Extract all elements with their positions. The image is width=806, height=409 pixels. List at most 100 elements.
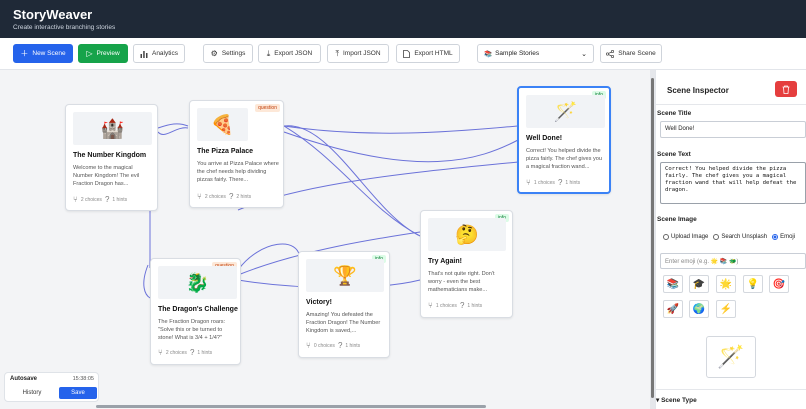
- radio-emoji[interactable]: Emoji: [772, 234, 795, 240]
- new-scene-button[interactable]: ＋ New Scene: [13, 44, 73, 63]
- emoji-option-globe[interactable]: 🌍: [689, 300, 709, 318]
- scene-type-label-text: Scene Type: [661, 397, 697, 404]
- trash-icon: [782, 85, 790, 94]
- radio-circle: [663, 234, 669, 240]
- preview-button[interactable]: ▷ Preview: [78, 44, 128, 63]
- settings-button[interactable]: ⚙ Settings: [203, 44, 253, 63]
- import-json-label: Import JSON: [342, 50, 381, 57]
- edge-pizza-welldone-2: [283, 131, 519, 163]
- choices-count: 0 choices: [313, 342, 335, 349]
- emoji-option-target[interactable]: 🎯: [769, 275, 789, 293]
- emoji-input[interactable]: Enter emoji (e.g. 🌟 📚 🐲): [660, 253, 806, 269]
- chevron-down-icon: ▾: [656, 397, 662, 404]
- story-canvas[interactable]: 🏰 The Number Kingdom Welcome to the magi…: [0, 70, 650, 409]
- help-icon: ?: [459, 301, 465, 310]
- image-source-radios: Upload Image Search Unsplash Emoji: [663, 234, 795, 240]
- inspector-title: Scene Inspector: [667, 86, 729, 95]
- scene-type-badge: question: [255, 104, 280, 112]
- hints-count: 1 hints: [197, 349, 213, 356]
- emoji-preview: 🪄: [706, 336, 756, 378]
- help-icon: ?: [104, 195, 110, 204]
- help-icon: ?: [189, 348, 195, 357]
- scene-card-number-kingdom[interactable]: 🏰 The Number Kingdom Welcome to the magi…: [65, 104, 158, 211]
- branch-icon: ⑂: [526, 178, 531, 187]
- save-button[interactable]: Save: [59, 387, 97, 399]
- branch-icon: ⑂: [197, 192, 202, 201]
- scene-description: You arrive at Pizza Palace where the che…: [197, 161, 279, 183]
- scene-footer: ⑂ 2 choices ? 2 hints: [197, 192, 251, 201]
- export-json-button[interactable]: ⤓ Export JSON: [258, 44, 321, 63]
- scene-card-well-done[interactable]: info 🪄 Well Done! Correct! You helped di…: [517, 86, 611, 194]
- story-select[interactable]: 📚 Sample Stories ⌄: [477, 44, 594, 63]
- scene-footer: ⑂ 1 choices ? 1 hints: [428, 301, 482, 310]
- scene-title-label: Scene Title: [657, 110, 692, 117]
- emoji-option-graduation-cap[interactable]: 🎓: [689, 275, 709, 293]
- choices-count: 1 choices: [533, 179, 555, 186]
- scene-text-textarea[interactable]: Correct! You helped divide the pizza fai…: [660, 162, 806, 204]
- scene-card-victory[interactable]: info 🏆 Victory! Amazing! You defeated th…: [298, 251, 390, 358]
- inspector-divider: [656, 104, 806, 105]
- scene-inspector: Scene Inspector Scene Title Well Done! S…: [655, 70, 806, 409]
- scene-title: The Pizza Palace: [197, 148, 254, 155]
- scene-description: That's not quite right. Don't worry - ev…: [428, 271, 495, 293]
- export-html-button[interactable]: Export HTML: [396, 44, 460, 63]
- app-title: StoryWeaver: [13, 7, 93, 22]
- upload-icon: ⤒: [335, 48, 339, 58]
- delete-scene-button[interactable]: [775, 81, 797, 97]
- emoji-option-lightning[interactable]: ⚡: [716, 300, 736, 318]
- scene-emoji: 🪄: [526, 95, 605, 128]
- emoji-option-rocket[interactable]: 🚀: [663, 300, 683, 318]
- scene-card-pizza-palace[interactable]: question 🍕 The Pizza Palace You arrive a…: [189, 100, 284, 208]
- scene-card-try-again[interactable]: info 🤔 Try Again! That's not quite right…: [420, 210, 513, 318]
- scene-description: The Fraction Dragon roars: "Solve this o…: [158, 319, 226, 341]
- scene-card-dragons-challenge[interactable]: question 🐉 The Dragon's Challenge The Fr…: [150, 258, 241, 365]
- canvas-vertical-scrollbar[interactable]: [651, 78, 654, 398]
- scene-footer: ⑂ 2 choices ? 1 hints: [73, 195, 127, 204]
- share-scene-button[interactable]: Share Scene: [600, 44, 662, 63]
- branch-icon: ⑂: [158, 348, 163, 357]
- import-json-button[interactable]: ⤒ Import JSON: [327, 44, 389, 63]
- choices-count: 2 choices: [165, 349, 187, 356]
- scene-emoji: 🏰: [73, 112, 152, 145]
- help-icon: ?: [337, 341, 343, 350]
- share-icon: [606, 49, 615, 58]
- radio-upload-image[interactable]: Upload Image: [663, 234, 708, 240]
- preview-label: Preview: [96, 50, 120, 57]
- books-icon: 📚: [484, 50, 493, 58]
- scene-title: The Dragon's Challenge: [158, 306, 238, 313]
- analytics-button[interactable]: Analytics: [133, 44, 185, 63]
- chevron-down-icon: ⌄: [581, 50, 587, 58]
- scene-type-label: ▾ Scene Type: [656, 396, 697, 404]
- edge-kingdom-pizza: [157, 123, 189, 129]
- scene-title: Victory!: [306, 299, 332, 306]
- emoji-option-books[interactable]: 📚: [663, 275, 683, 293]
- history-button[interactable]: History: [22, 390, 42, 396]
- scene-image-label: Scene Image: [657, 216, 697, 223]
- branch-icon: ⑂: [306, 341, 311, 350]
- hints-count: 1 hints: [467, 302, 483, 309]
- choices-count: 1 choices: [435, 302, 457, 309]
- gear-icon: ⚙: [210, 48, 218, 58]
- scene-title-input[interactable]: Well Done!: [660, 121, 806, 138]
- scene-emoji: 🐉: [158, 266, 237, 299]
- scene-footer: ⑂ 1 choices ? 1 hints: [526, 178, 580, 187]
- radio-unsplash-label: Search Unsplash: [721, 234, 768, 240]
- radio-search-unsplash[interactable]: Search Unsplash: [713, 234, 767, 240]
- radio-emoji-label: Emoji: [780, 234, 796, 240]
- branch-icon: ⑂: [428, 301, 433, 310]
- plus-icon: ＋: [20, 48, 29, 58]
- scene-footer: ⑂ 0 choices ? 1 hints: [306, 341, 360, 350]
- edge-dragon-tryagain: [237, 231, 421, 276]
- edge-pizza-tryagain-2: [283, 125, 419, 236]
- bar-chart-icon: [140, 50, 148, 58]
- autosave-label: Autosave: [10, 376, 38, 382]
- emoji-option-lightbulb[interactable]: 💡: [743, 275, 763, 293]
- story-select-value: Sample Stories: [495, 50, 540, 57]
- choices-count: 2 choices: [204, 193, 226, 200]
- scene-description: Amazing! You defeated the Fraction Drago…: [306, 312, 381, 334]
- branch-icon: ⑂: [73, 195, 78, 204]
- canvas-horizontal-scrollbar[interactable]: [96, 405, 486, 408]
- scene-title: The Number Kingdom: [73, 152, 147, 159]
- emoji-option-star[interactable]: 🌟: [716, 275, 736, 293]
- new-scene-label: New Scene: [32, 50, 66, 57]
